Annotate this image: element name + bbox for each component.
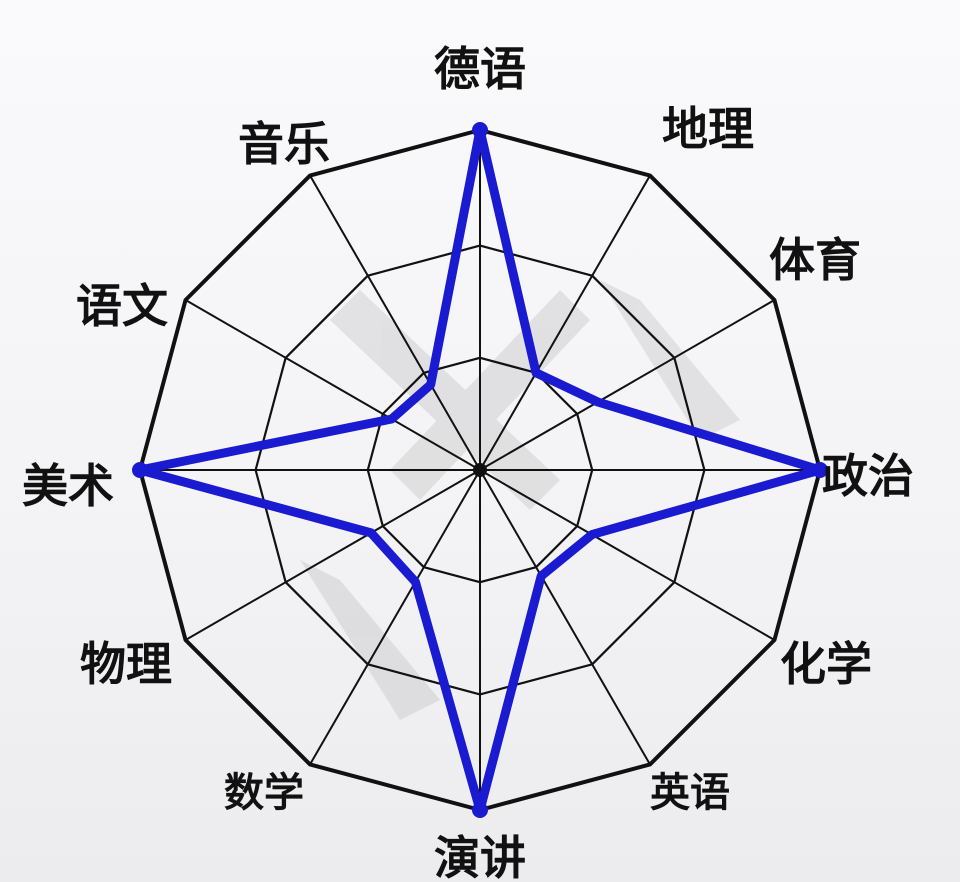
axis-label-tiyu: 体育 <box>769 233 861 287</box>
grid-spoke <box>479 299 775 471</box>
radar-grid <box>138 128 822 812</box>
grid-spoke <box>309 469 481 765</box>
grid-spoke <box>479 469 651 765</box>
grid-spoke <box>309 175 481 471</box>
axis-label-huaxue: 化学 <box>780 637 872 691</box>
axis-label-yinyue: 音乐 <box>238 117 330 171</box>
axis-label-meishu: 美术 <box>22 459 114 513</box>
axis-label-zhengzhi: 政治 <box>822 449 914 503</box>
axis-label-wuli: 物理 <box>80 637 172 691</box>
series-point <box>472 802 488 818</box>
axis-label-deyu: 德语 <box>434 42 526 96</box>
series-point <box>132 462 148 478</box>
grid-spoke <box>479 469 775 641</box>
center-dot <box>473 463 487 477</box>
radar-series <box>132 122 828 818</box>
grid-spoke <box>185 299 481 471</box>
axis-label-yingyu: 英语 <box>650 770 730 816</box>
axis-label-yuwen: 语文 <box>76 279 168 333</box>
axis-label-dili: 地理 <box>662 102 754 156</box>
axis-label-shuxue: 数学 <box>224 770 304 816</box>
series-point <box>812 462 828 478</box>
grid-spoke <box>185 469 481 641</box>
series-point <box>472 122 488 138</box>
axis-label-yanjiang: 演讲 <box>434 831 526 882</box>
grid-spoke <box>479 175 651 471</box>
axis-labels: 德语 地理 体育 政治 化学 英语 演讲 数学 物理 美术 语文 音乐 <box>22 42 914 882</box>
